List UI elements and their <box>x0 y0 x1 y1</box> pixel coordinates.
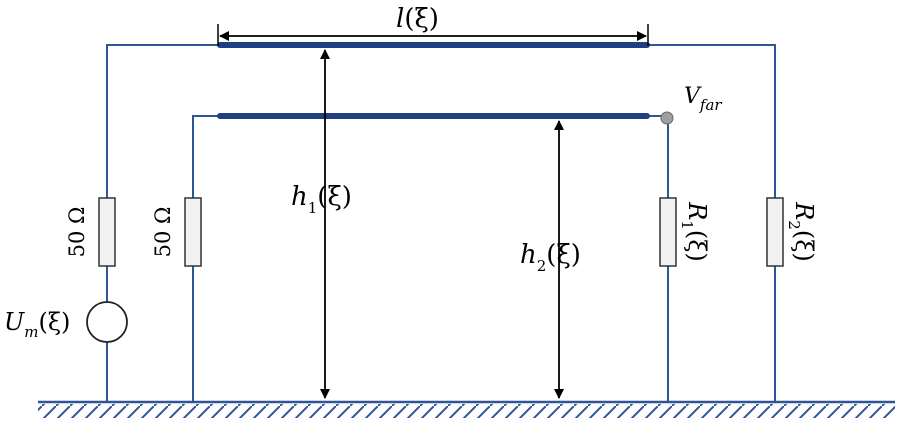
resistor-r1 <box>659 197 677 267</box>
length-dimension <box>217 24 649 46</box>
r1-label: R1(ξ) <box>678 201 711 262</box>
upper-loop-wire <box>106 44 776 198</box>
far-end-node <box>660 111 674 125</box>
source-label: Um(ξ) <box>4 308 70 341</box>
length-label: l(ξ) <box>396 4 439 34</box>
resistor-source-outer <box>98 197 116 267</box>
lower-loop-wire <box>192 115 669 198</box>
resistor-source-inner <box>184 197 202 267</box>
r-source-inner-label: 50 Ω <box>151 207 175 258</box>
voltage-source-icon <box>86 301 128 343</box>
lower-line-circuit <box>192 115 669 402</box>
far-end-label: Vfar <box>684 84 722 114</box>
r-source-outer-label: 50 Ω <box>65 207 89 258</box>
h1-label: h1(ξ) <box>291 182 352 217</box>
r2-label: R2(ξ) <box>785 201 818 262</box>
ground-plane <box>38 400 895 418</box>
h2-label: h2(ξ) <box>520 240 581 275</box>
ground-hatch <box>38 404 895 418</box>
resistor-r2 <box>766 197 784 267</box>
